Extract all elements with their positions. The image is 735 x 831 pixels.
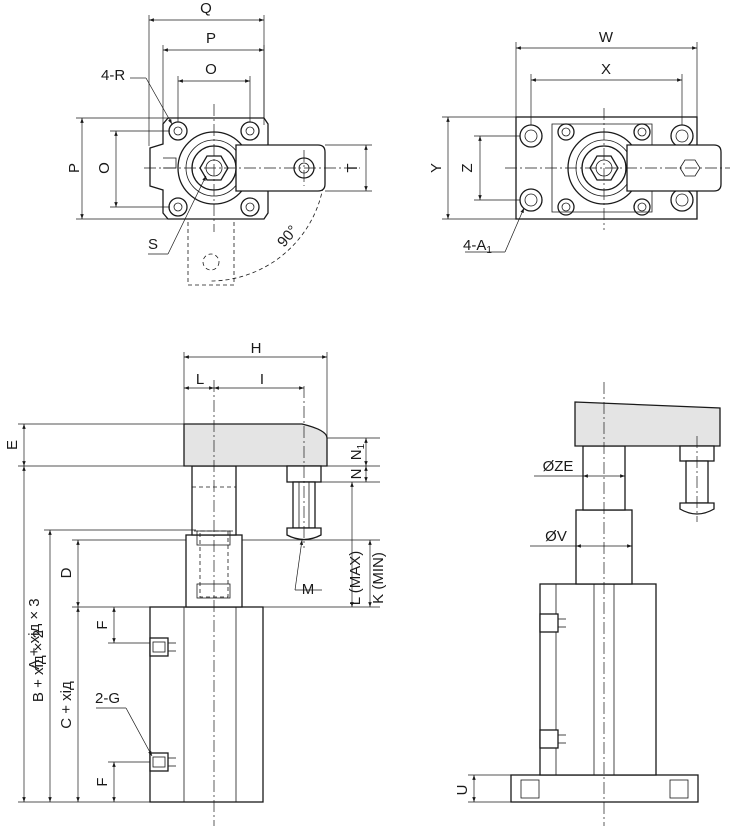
top-right-view	[442, 42, 730, 253]
label-D: D	[58, 567, 75, 578]
label-P-side: P	[66, 163, 83, 173]
label-T: T	[344, 163, 361, 172]
base-flange	[510, 774, 699, 803]
label-E: E	[4, 440, 21, 450]
label-S: S	[148, 236, 158, 253]
label-M: M	[302, 581, 315, 598]
port-lower-side	[539, 729, 559, 749]
label-U: U	[454, 785, 471, 796]
front-view	[18, 352, 380, 826]
label-H: H	[251, 340, 262, 357]
label-Z: Z	[459, 163, 476, 172]
label-ZE: ØZE	[543, 458, 574, 475]
port-upper-side	[539, 613, 559, 633]
label-Q: Q	[200, 0, 212, 17]
ghost-arm	[187, 222, 235, 286]
label-C-stroke: C + хід	[58, 681, 75, 729]
label-Y: Y	[428, 163, 445, 173]
label-90deg: 90°	[274, 222, 302, 250]
label-K-min: K (MIN)	[370, 552, 387, 604]
top-left-view	[76, 15, 372, 286]
label-X: X	[601, 61, 611, 78]
label-I: I	[260, 371, 264, 388]
clamp-arm-side	[574, 401, 721, 447]
port-upper	[149, 637, 169, 657]
label-O-side: O	[96, 162, 113, 174]
label-N1: N1	[348, 443, 367, 460]
label-F-upper: F	[94, 620, 111, 629]
label-B-stroke: B + хід × 2	[30, 630, 47, 702]
cylinder-body	[149, 606, 264, 803]
label-L-top: L	[196, 371, 204, 388]
clamp-arm-front	[183, 423, 328, 467]
side-view	[468, 382, 721, 826]
label-F-lower: F	[94, 777, 111, 786]
label-A-stroke: A + хід × 3	[26, 598, 43, 669]
label-2G: 2-G	[95, 690, 120, 707]
label-N: N	[348, 469, 365, 480]
label-V: ØV	[545, 528, 567, 545]
label-4R: 4-R	[101, 67, 125, 84]
label-O-top: O	[205, 61, 217, 78]
ghost-arm-hole	[202, 253, 220, 271]
label-4A1: 4-A1	[463, 237, 492, 256]
label-P-top: P	[206, 30, 216, 47]
label-W: W	[599, 29, 614, 46]
label-L-max: L (MAX)	[347, 551, 364, 605]
